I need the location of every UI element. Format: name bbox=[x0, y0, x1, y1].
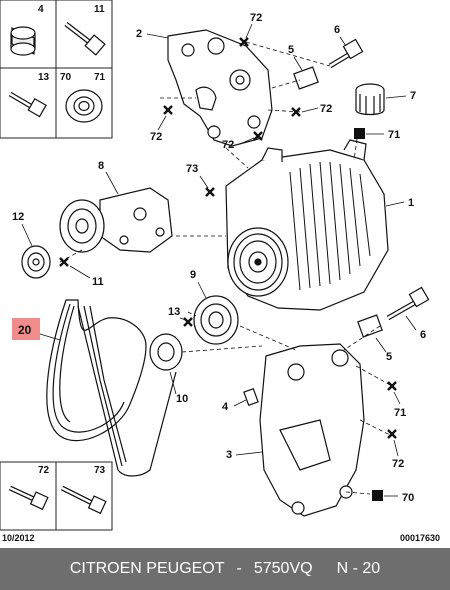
sleeve-5-top bbox=[293, 66, 319, 90]
label-72-left: 72 bbox=[150, 131, 162, 143]
fastener-markers bbox=[59, 37, 397, 439]
footer-ref: N - 20 bbox=[336, 560, 381, 577]
label-8: 8 bbox=[98, 160, 104, 172]
label-70-diagram: 70 bbox=[402, 492, 414, 504]
label-10: 10 bbox=[176, 393, 188, 405]
label-3: 3 bbox=[226, 449, 232, 461]
pulley-12 bbox=[21, 245, 51, 279]
idler-roller bbox=[193, 295, 239, 345]
label-71-top: 71 bbox=[388, 129, 400, 141]
inset-top-left bbox=[0, 0, 113, 139]
washer-icon bbox=[65, 89, 103, 123]
label-6-lower: 6 bbox=[420, 329, 426, 341]
label-4: 4 bbox=[38, 4, 44, 15]
poly-v-belt bbox=[46, 299, 177, 477]
sleeve-5-lower bbox=[357, 314, 383, 338]
label-6-top: 6 bbox=[334, 24, 340, 36]
reference-code: 00017630 bbox=[400, 533, 440, 543]
spacer-sleeve-icon bbox=[10, 26, 36, 56]
label-13-diagram: 13 bbox=[168, 306, 180, 318]
cap-7 bbox=[355, 83, 385, 116]
footer-part-number: 5750VQ bbox=[253, 560, 313, 577]
label-5-top: 5 bbox=[288, 44, 294, 56]
highlight-box bbox=[12, 318, 40, 340]
dowel-4 bbox=[243, 387, 259, 407]
label-72-top: 72 bbox=[250, 12, 262, 24]
label-11-diagram: 11 bbox=[92, 276, 104, 288]
assembly-guides bbox=[59, 41, 393, 495]
label-12: 12 bbox=[12, 211, 24, 223]
label-71-lower: 71 bbox=[394, 407, 406, 419]
footer-separator: - bbox=[236, 560, 242, 577]
inset-bottom-left bbox=[0, 461, 113, 531]
seal-marker-71 bbox=[354, 128, 365, 139]
label-73: 73 bbox=[94, 465, 106, 476]
label-72-mid: 72 bbox=[222, 139, 234, 151]
label-7: 7 bbox=[410, 90, 416, 102]
screw-6-lower bbox=[386, 286, 430, 321]
exploded-parts-diagram: 4 11 13 70 71 72 73 10/ bbox=[0, 0, 441, 543]
label-20: 20 bbox=[18, 323, 32, 337]
label-11: 11 bbox=[94, 4, 105, 15]
label-72: 72 bbox=[38, 465, 50, 476]
label-13: 13 bbox=[38, 72, 50, 83]
stud-bolt-icon bbox=[60, 485, 107, 515]
flange-bolt-icon bbox=[8, 485, 49, 511]
label-5-lower: 5 bbox=[386, 351, 392, 363]
label-72-bottom: 72 bbox=[392, 458, 404, 470]
alternator bbox=[225, 139, 389, 311]
label-70: 70 bbox=[60, 72, 72, 83]
screw-6-top bbox=[328, 38, 364, 69]
belt-tensioner bbox=[59, 187, 173, 253]
screw-icon bbox=[8, 91, 47, 118]
label-4-diagram: 4 bbox=[222, 401, 229, 413]
pulley-cover bbox=[149, 333, 183, 371]
label-2: 2 bbox=[136, 28, 142, 40]
label-72-right: 72 bbox=[320, 103, 332, 115]
footer-bar: CITROEN PEUGEOT - 5750VQ N - 20 bbox=[0, 548, 450, 590]
lower-bracket bbox=[259, 343, 365, 517]
label-1: 1 bbox=[408, 197, 414, 209]
bolt-icon bbox=[64, 22, 106, 56]
label-9: 9 bbox=[190, 269, 196, 281]
label-73: 73 bbox=[186, 163, 198, 175]
label-71: 71 bbox=[94, 72, 106, 83]
footer-brand: CITROEN PEUGEOT bbox=[69, 560, 225, 577]
date-code: 10/2012 bbox=[2, 533, 35, 543]
seal-marker-70 bbox=[372, 490, 383, 501]
upper-bracket bbox=[167, 29, 273, 147]
